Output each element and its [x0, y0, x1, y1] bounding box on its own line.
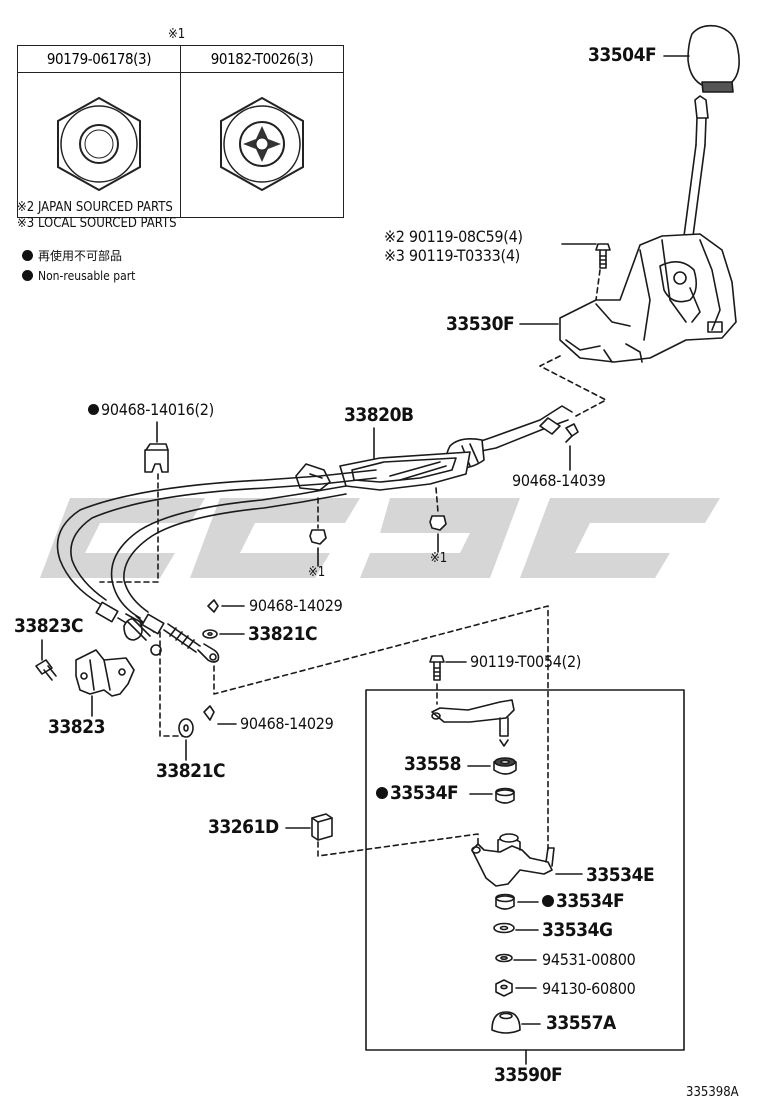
bracket-33823-drawing	[75, 649, 135, 697]
cable-assembly-drawing	[56, 405, 573, 663]
label-90468-14016: 90468-14016(2)	[88, 402, 214, 418]
bolt-33823C-drawing	[35, 659, 57, 681]
hex-nut-icon	[57, 96, 141, 192]
bushing-33534F-upper-drawing	[495, 787, 515, 804]
filled-dot-icon	[22, 270, 33, 281]
clip-90468-14039-drawing	[565, 423, 579, 443]
table-header-1: 90179-06178(3)	[17, 45, 181, 73]
label-33820B: 33820B	[344, 404, 414, 426]
label-33823C: 33823C	[14, 615, 84, 637]
shift-housing-drawing	[559, 233, 737, 363]
bolt-90119-T0054-drawing	[429, 655, 445, 681]
bolt-90119-08C59-drawing	[595, 243, 611, 269]
label-note-mark-1a: ※1	[308, 565, 326, 580]
table-cell-2	[180, 72, 344, 218]
shift-knob-drawing	[683, 24, 740, 237]
label-90468-14029-lower: 90468-14029	[240, 714, 334, 733]
boot-33557A-drawing	[491, 1011, 521, 1034]
filled-dot-icon	[376, 787, 388, 799]
label-33534E: 33534E	[586, 864, 655, 886]
hex-nut-star-washer-icon	[220, 96, 304, 192]
selector-lever-drawing	[431, 699, 515, 747]
label-33261D: 33261D	[208, 816, 279, 838]
table-note-mark: ※1	[168, 27, 186, 42]
nonreusable-legend-jp: 再使用不可部品	[22, 250, 122, 262]
table-cell-1	[17, 72, 181, 218]
illustration-code: 335398A	[686, 1085, 739, 1100]
label-33534F-upper: 33534F	[376, 784, 459, 803]
assembly-33590F-box	[365, 689, 685, 1051]
label-90468-14039: 90468-14039	[512, 471, 606, 490]
filled-dot-icon	[88, 404, 99, 415]
label-90119-T0054: 90119-T0054(2)	[470, 652, 582, 671]
note-japan-sourced: ※2 JAPAN SOURCED PARTS	[17, 200, 173, 215]
label-33534G: 33534G	[542, 919, 613, 941]
label-33823: 33823	[48, 716, 105, 738]
bushing-33534F-lower-drawing	[495, 893, 515, 910]
label-33821C-upper: 33821C	[248, 623, 318, 645]
label-90119-T0333: ※3 90119-T0333(4)	[384, 246, 521, 265]
nonreusable-legend-en: Non-reusable part	[22, 270, 135, 282]
filled-dot-icon	[22, 250, 33, 261]
label-90119-08C59: ※2 90119-08C59(4)	[384, 227, 523, 246]
washer-33534G-drawing	[493, 922, 515, 934]
label-94130-60800: 94130-60800	[542, 979, 636, 998]
label-33558: 33558	[404, 753, 461, 775]
label-33504F: 33504F	[588, 44, 657, 66]
bushing-33558-drawing	[493, 757, 517, 775]
label-33534F-lower: 33534F	[542, 892, 625, 911]
label-33821C-lower: 33821C	[156, 760, 226, 782]
note-local-sourced: ※3 LOCAL SOURCED PARTS	[17, 216, 177, 231]
fastener-table: 90179-06178(3) 90182-T0026(3)	[17, 45, 344, 218]
lever-33534E-drawing	[471, 833, 555, 887]
filled-dot-icon	[542, 895, 554, 907]
label-note-mark-1b: ※1	[430, 551, 448, 566]
label-33590F: 33590F	[494, 1064, 563, 1086]
clip-90468-14016-drawing	[144, 443, 169, 473]
block-33261D-drawing	[311, 813, 333, 841]
label-90468-14029-upper: 90468-14029	[249, 596, 343, 615]
label-33530F: 33530F	[446, 313, 515, 335]
label-94531-00800: 94531-00800	[542, 950, 636, 969]
label-33557A: 33557A	[546, 1012, 616, 1034]
washer-94531-drawing	[495, 953, 513, 963]
